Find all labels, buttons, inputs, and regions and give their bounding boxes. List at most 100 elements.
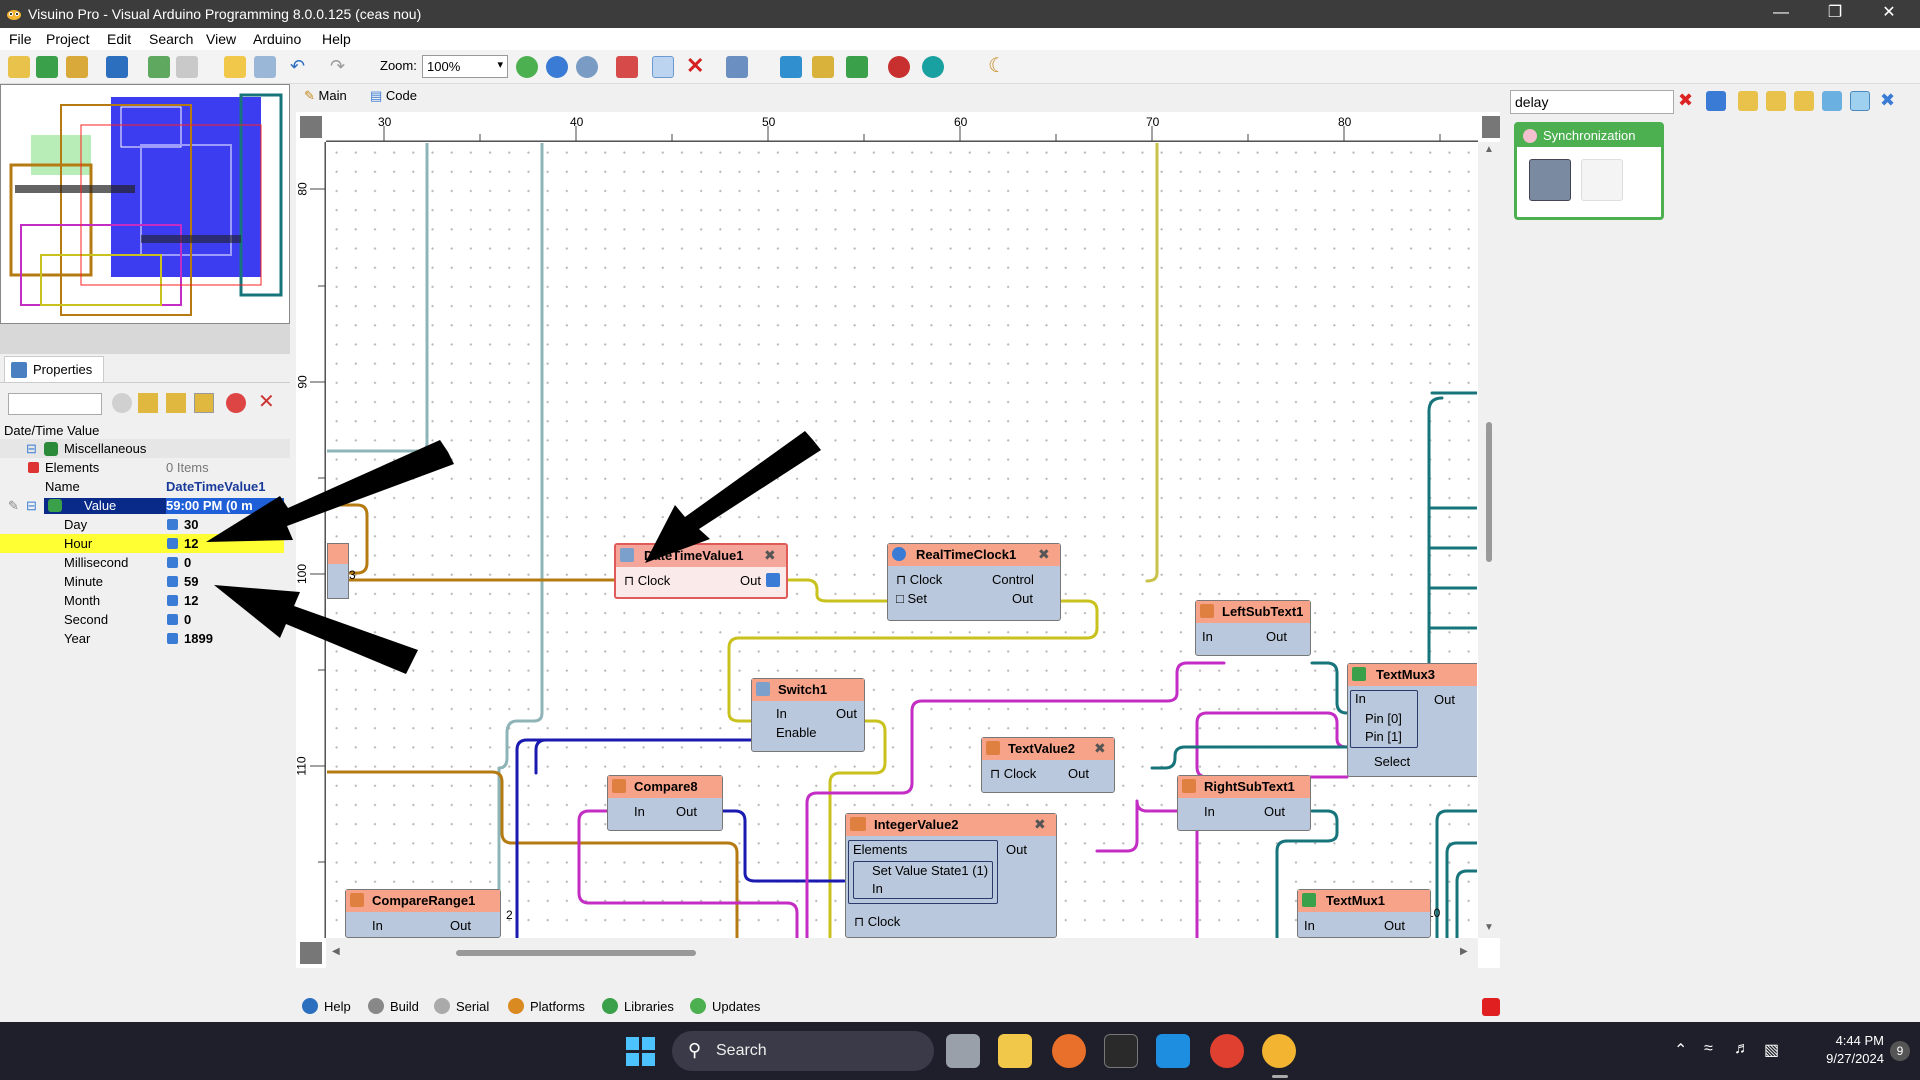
edit-pencil-icon[interactable]: ✎	[8, 498, 19, 513]
pin-clock-in[interactable]: ⊓ Clock	[854, 914, 901, 929]
category-synchronization[interactable]: Synchronization	[1514, 122, 1664, 220]
arrange-icon[interactable]	[616, 56, 638, 78]
menu-project[interactable]: Project	[46, 31, 90, 47]
property-row-minute[interactable]: Minute 59	[0, 572, 290, 591]
tab-main[interactable]: ✎ Main	[304, 88, 347, 110]
property-row-second[interactable]: Second 0	[0, 610, 290, 629]
horizontal-scrollbar[interactable]: ◀ ▶	[326, 938, 1478, 968]
pin-icon[interactable]	[226, 393, 246, 413]
power-icon[interactable]	[1482, 998, 1500, 1016]
zoom-out-icon[interactable]	[546, 56, 568, 78]
menu-edit[interactable]: Edit	[107, 31, 132, 47]
property-row-name[interactable]: Name DateTimeValue1	[0, 477, 290, 496]
theme-moon-icon[interactable]: ☾	[988, 55, 1006, 77]
collapse-all-icon[interactable]	[166, 393, 186, 413]
tab-properties[interactable]: Properties	[4, 356, 104, 382]
tab-libraries[interactable]: Libraries	[602, 998, 674, 1014]
open-project-icon[interactable]	[36, 56, 58, 78]
property-value[interactable]: 30	[184, 517, 199, 532]
component-textmux1[interactable]: TextMux1 In Out	[1297, 889, 1431, 938]
pin-out[interactable]: Out	[1266, 629, 1287, 644]
tools-icon[interactable]: ✖	[764, 547, 776, 563]
zoom-in-icon[interactable]	[516, 56, 538, 78]
scroll-thumb[interactable]	[1486, 422, 1492, 562]
sort-icon[interactable]	[194, 393, 214, 413]
pin-in[interactable]: In	[1204, 804, 1215, 819]
file-explorer-icon[interactable]	[998, 1034, 1032, 1068]
calendar-app-icon[interactable]	[1104, 1034, 1138, 1068]
upload-icon[interactable]	[780, 56, 802, 78]
property-value[interactable]: 12	[184, 536, 199, 551]
menu-file[interactable]: File	[9, 31, 32, 47]
component-integervalue2[interactable]: IntegerValue2 ✖ Elements Set Value State…	[845, 813, 1057, 938]
visuino-taskbar-icon[interactable]	[1262, 1034, 1296, 1068]
pin-icon[interactable]	[167, 519, 178, 530]
component-datetimevalue1[interactable]: DateTimeValue1 ✖ ⊓ Clock Out	[614, 543, 788, 599]
print-icon[interactable]	[176, 56, 198, 78]
tab-updates[interactable]: Updates	[690, 998, 760, 1014]
chrome-icon[interactable]	[1210, 1034, 1244, 1068]
pin-icon[interactable]	[167, 557, 178, 568]
menu-help[interactable]: Help	[322, 31, 351, 47]
firefox-icon[interactable]	[1052, 1034, 1086, 1068]
pin-out[interactable]: Out	[450, 918, 471, 933]
component-icon-disabled[interactable]	[1581, 159, 1623, 201]
property-search-input[interactable]	[8, 393, 102, 415]
connect-icon[interactable]	[652, 56, 674, 78]
pin-in[interactable]: In	[634, 804, 645, 819]
tab-code[interactable]: ▤ Code	[370, 88, 417, 110]
pin-in[interactable]: In	[1202, 629, 1213, 644]
component-info-icon[interactable]	[726, 56, 748, 78]
expand-all-icon[interactable]	[138, 393, 158, 413]
component-leftsubtext1[interactable]: LeftSubText1 In Out	[1195, 600, 1311, 656]
save-icon[interactable]	[106, 56, 128, 78]
set-value-element[interactable]: Set Value State1 (1) In	[853, 861, 993, 899]
battery-icon[interactable]: ▧	[1764, 1042, 1780, 1059]
taskbar-search[interactable]: ⚲ Search	[672, 1031, 934, 1071]
notepad-icon[interactable]	[1156, 1034, 1190, 1068]
scroll-down-icon[interactable]: ▼	[1484, 922, 1494, 933]
grid-icon[interactable]	[254, 56, 276, 78]
pin-icon[interactable]	[167, 633, 178, 644]
chevron-up-icon[interactable]: ⌃	[1674, 1042, 1688, 1059]
component-switch1[interactable]: Switch1 In Enable Out	[751, 678, 865, 752]
windows-start-icon[interactable]	[626, 1037, 656, 1067]
pin-in[interactable]: In	[872, 881, 883, 896]
property-row-month[interactable]: Month 12	[0, 591, 290, 610]
pin-out[interactable]: Out	[1264, 804, 1285, 819]
open-examples-icon[interactable]	[66, 56, 88, 78]
pin-in[interactable]: In	[776, 706, 787, 721]
wifi-icon[interactable]: ≈	[1704, 1040, 1713, 1057]
pin-enable[interactable]: Enable	[776, 725, 817, 740]
tools-icon[interactable]: ✖	[1034, 816, 1046, 832]
pin-out[interactable]: Out	[836, 706, 857, 721]
tools-icon[interactable]: ✖	[1880, 90, 1896, 110]
property-value[interactable]: 59	[184, 574, 199, 589]
zoom-select[interactable]: 100%▾	[422, 55, 508, 78]
splitter[interactable]	[0, 324, 290, 354]
pin-icon[interactable]	[167, 538, 178, 549]
pin-in[interactable]: In	[1355, 691, 1366, 706]
scroll-thumb[interactable]	[456, 950, 696, 956]
pin-in[interactable]: In	[372, 918, 383, 933]
zoom-fit-icon[interactable]	[576, 56, 598, 78]
pin-icon[interactable]	[167, 595, 178, 606]
close-button[interactable]: ✕	[1882, 4, 1896, 21]
minimize-button[interactable]: —	[1773, 4, 1789, 21]
export-icon[interactable]	[148, 56, 170, 78]
system-clock[interactable]: 4:44 PM 9/27/2024	[1804, 1032, 1884, 1068]
scroll-left-icon[interactable]: ◀	[332, 946, 340, 957]
property-value[interactable]: 1899	[184, 631, 213, 646]
property-row-millisecond[interactable]: Millisecond 0	[0, 553, 290, 572]
tools-icon[interactable]: ✖	[1094, 740, 1106, 756]
pin-out[interactable]: Out	[1012, 591, 1033, 606]
vertical-scrollbar[interactable]: ▲ ▼	[1478, 142, 1500, 938]
component-compare8[interactable]: Compare8 In Out	[607, 775, 723, 831]
expand-icon[interactable]: ⊟	[26, 441, 37, 456]
pin-clock-in[interactable]: ⊓ Clock	[624, 573, 670, 589]
pin-icon[interactable]	[167, 614, 178, 625]
property-row-miscellaneous[interactable]: ⊟ Miscellaneous	[0, 439, 290, 458]
datetime-out-pin[interactable]	[766, 573, 780, 587]
new-project-icon[interactable]	[8, 56, 30, 78]
restore-button[interactable]: ❐	[1827, 4, 1843, 21]
